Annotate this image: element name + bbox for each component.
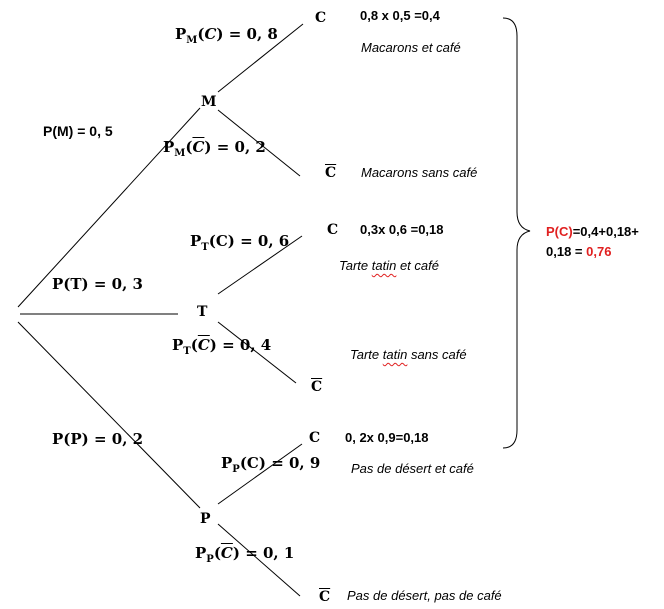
- leaf-P-C: C: [309, 430, 321, 446]
- node-M: M: [201, 94, 217, 110]
- leaf-T-C: C: [327, 222, 339, 238]
- desc-T-notC: Tarte tatin sans café: [350, 347, 467, 362]
- curly-brace: [502, 17, 531, 449]
- branch-M-C: [217, 23, 304, 93]
- node-T: T: [197, 304, 208, 320]
- cond-T-notC: PT(C) = 0, 4: [172, 336, 272, 357]
- prob-M-label: P(M) = 0, 5: [43, 124, 113, 138]
- leaf-T-notC: C: [311, 379, 323, 395]
- result-line-2: 0,18 = 0,76: [546, 244, 612, 260]
- cond-P-notC: PP(C) = 0, 1: [195, 544, 295, 565]
- branch-root-M: [17, 107, 201, 308]
- prob-P-label: P(P) = 0, 2: [52, 432, 143, 447]
- branch-T-C: [217, 235, 303, 295]
- result-line-1: P(C)=0,4+0,18+: [546, 224, 639, 239]
- branch-T-notC: [217, 321, 297, 384]
- leaf-P-notC: C: [319, 589, 331, 605]
- leaf-M-notC: C: [325, 165, 337, 181]
- branch-root-P: [17, 321, 201, 509]
- prob-P: P(P) = 0, 2: [52, 430, 144, 448]
- prob-M: P(M) = 0, 5: [43, 123, 113, 139]
- node-P: P: [200, 511, 211, 527]
- cond-M-C: PM(C) = 0, 8: [175, 25, 278, 46]
- branch-P-C: [217, 443, 303, 505]
- desc-T-C: Tarte tatin et café: [339, 258, 439, 273]
- calc-T-C: 0,3x 0,6 =0,18: [360, 222, 444, 237]
- calc-P-C: 0, 2x 0,9=0,18: [345, 430, 429, 445]
- desc-M-notC: Macarons sans café: [361, 165, 478, 180]
- branch-M-notC: [217, 109, 301, 177]
- desc-M-C: Macarons et café: [361, 40, 461, 55]
- cond-P-C: PP(C) = 0, 9: [221, 454, 321, 475]
- cond-M-notC: PM(C) = 0, 2: [163, 138, 266, 159]
- prob-T: P(T) = 0, 3: [52, 275, 143, 293]
- result-block: P(C)=0,4+0,18+ 0,18 = 0,76: [546, 222, 639, 262]
- desc-P-notC: Pas de désert, pas de café: [347, 588, 502, 603]
- leaf-M-C: C: [315, 10, 327, 26]
- calc-M-C: 0,8 x 0,5 =0,4: [360, 8, 440, 23]
- desc-P-C: Pas de désert et café: [351, 461, 474, 476]
- cond-T-C: PT(C) = 0, 6: [190, 232, 290, 253]
- prob-T-label: P(T) = 0, 3: [52, 277, 143, 292]
- branch-P-notC: [217, 523, 301, 597]
